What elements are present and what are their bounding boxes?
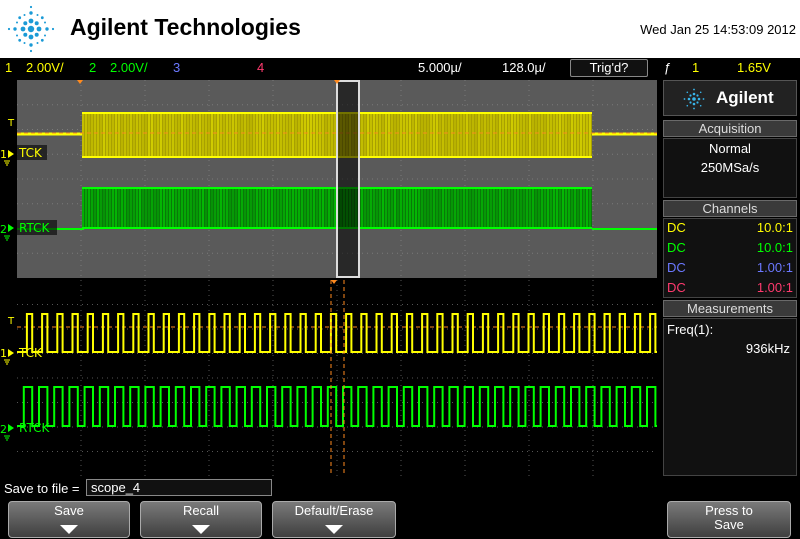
channel-3-probe: 1.00:1 [756,260,793,275]
acquisition-header: Acquisition [663,120,797,137]
trigger-status-badge: Trig'd? [570,59,648,77]
main-trigger-marker[interactable]: T [7,118,15,129]
save-file-label: Save to file = [4,481,80,496]
trigger-edge-icon: ƒ [664,60,672,75]
zoom-trigger-marker-icon[interactable] [331,280,337,284]
main-ch1-marker[interactable]: 1 [0,148,7,161]
channel-4-probe: 1.00:1 [756,280,793,295]
scope-waveform-display[interactable]: T 1 TCK 2 RTCK T 1 TCK 2 RTCK [0,78,660,478]
main-ch2-arrow-icon[interactable] [8,224,14,232]
tck-burst-edges [82,114,591,156]
ch2-scale[interactable]: 2.00V/ [110,60,148,75]
press-to-save-softkey[interactable]: Press to Save [667,501,791,538]
channels-section: DC 10.0:1 DC 10.0:1 DC 1.00:1 DC 1.00:1 [663,218,797,298]
default-erase-softkey[interactable]: Default/Erase [272,501,396,538]
delay-readout[interactable]: 128.0µ/ [502,60,546,75]
agilent-spark-logo-icon [7,5,55,53]
timebase-readout[interactable]: 5.000µ/ [418,60,462,75]
zoom-ch2-marker[interactable]: 2 [0,423,7,436]
save-filename-field[interactable]: scope_4 [86,479,272,496]
acquisition-rate: 250MSa/s [700,160,760,175]
panel-spark-logo-icon [683,88,705,110]
channels-header: Channels [663,200,797,217]
zoom-region-shade [336,80,360,278]
trigger-channel[interactable]: 1 [692,60,700,75]
ch2-number[interactable]: 2 [89,60,97,75]
ch4-number[interactable]: 4 [257,60,265,75]
softkey-bar: Save Recall Default/Erase Press to Save [0,499,800,539]
measurement-value: 936kHz [745,341,790,356]
zoom-tck-label: TCK [18,346,43,360]
recall-softkey-label: Recall [182,503,220,518]
ch3-number[interactable]: 3 [173,60,181,75]
recall-softkey[interactable]: Recall [140,501,262,538]
zoom-ch2-arrow-icon[interactable] [8,424,14,432]
channel-1-probe: 10.0:1 [756,220,793,235]
main-tck-label: TCK [18,146,43,160]
main-ch1-arrow-icon[interactable] [8,150,14,158]
save-file-row: Save to file = scope_4 [0,478,800,499]
channel-2-coupling: DC [667,240,686,255]
zoom-ch2-ground-icon [4,435,10,441]
save-softkey-label: Save [54,503,84,518]
zoom-window-traces [17,313,657,427]
default-erase-softkey-arrow-icon [325,525,343,534]
recall-softkey-arrow-icon [192,525,210,534]
header-bar: Agilent Technologies Wed Jan 25 14:53:09… [0,0,800,58]
trigger-position-marker-icon[interactable] [77,80,83,84]
zoom-center-marker-icon[interactable] [334,80,340,84]
ch1-number[interactable]: 1 [5,60,13,75]
zoom-ch1-arrow-icon[interactable] [8,349,14,357]
press-to-save-softkey-label: Press to Save [705,503,753,532]
brand-title: Agilent Technologies [70,14,301,40]
main-ch2-ground-icon [4,235,10,241]
measurement-label: Freq(1): [667,322,714,337]
status-bar: 1 2.00V/ 2 2.00V/ 3 4 5.000µ/ 128.0µ/ Tr… [0,58,800,78]
trigger-level[interactable]: 1.65V [737,60,771,75]
measurements-section: Freq(1): 936kHz [663,318,797,476]
info-panel: Agilent Acquisition Normal 250MSa/s Chan… [660,78,800,478]
main-ch1-ground-icon [4,160,10,166]
save-softkey-arrow-icon [60,525,78,534]
zoom-ch1-marker[interactable]: 1 [0,347,7,360]
ch1-scale[interactable]: 2.00V/ [26,60,64,75]
main-rtck-label: RTCK [19,221,50,235]
zoom-rtck-label: RTCK [19,421,50,435]
main-ch2-marker[interactable]: 2 [0,223,7,236]
rtck-burst-edges [82,189,591,227]
acquisition-section: Normal 250MSa/s [663,138,797,198]
panel-brand-box: Agilent [663,80,797,116]
channel-4-coupling: DC [667,280,686,295]
acquisition-mode: Normal [709,141,751,156]
channel-2-probe: 10.0:1 [756,240,793,255]
channel-1-coupling: DC [667,220,686,235]
save-softkey[interactable]: Save [8,501,130,538]
default-erase-softkey-label: Default/Erase [294,503,374,518]
tck-zoom-trace [17,313,657,353]
zoom-ch1-ground-icon [4,359,10,365]
main-rtck-label-bg [17,220,57,235]
zoom-trigger-marker[interactable]: T [7,316,15,327]
measurements-header: Measurements [663,300,797,317]
datetime-readout: Wed Jan 25 14:53:09 2012 [640,22,796,37]
channel-3-coupling: DC [667,260,686,275]
main-tck-label-bg [17,145,47,160]
panel-brand-text: Agilent [716,88,774,107]
zoom-region-box[interactable] [336,80,360,278]
rtck-zoom-trace [17,386,657,427]
